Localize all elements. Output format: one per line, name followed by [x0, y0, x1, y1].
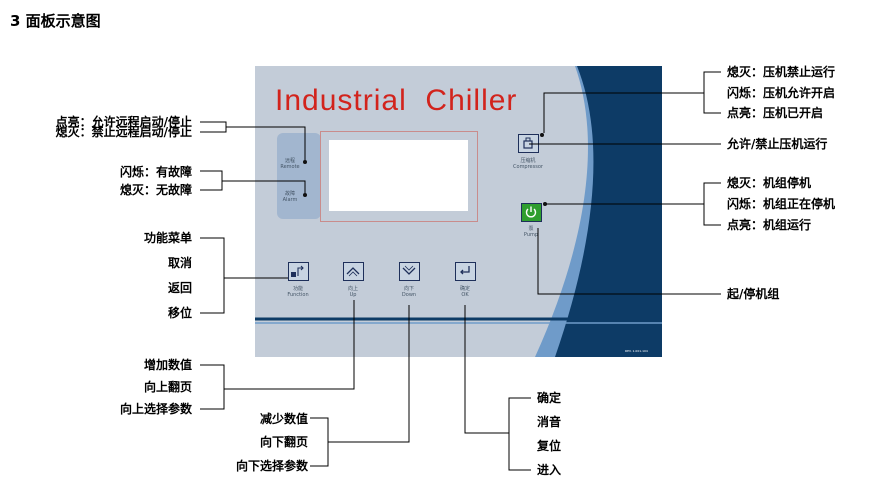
function-cancel-label: 取消	[167, 256, 192, 270]
up-page-label: 向上翻页	[143, 380, 192, 394]
down-select-label: 向下选择参数	[235, 459, 308, 473]
pump-led	[543, 202, 547, 206]
compressor-led	[540, 133, 544, 137]
power-icon	[525, 206, 537, 218]
ok-reset-label: 复位	[537, 439, 562, 453]
up-select-label: 向上选择参数	[119, 402, 192, 416]
up-button[interactable]	[343, 262, 364, 281]
function-button[interactable]	[288, 262, 309, 281]
compressor-off-label: 熄灭：压机禁止运行	[727, 65, 836, 79]
lcd-screen	[329, 140, 468, 211]
lcd-display	[320, 131, 478, 222]
down-button[interactable]	[399, 262, 420, 281]
serial-number: REV. 1.001.104	[625, 349, 648, 353]
panel-background	[255, 66, 662, 357]
ok-mute-label: 消音	[537, 415, 562, 429]
function-icon	[291, 265, 304, 277]
section-heading: 3 面板示意图	[10, 12, 101, 30]
pump-off-label: 熄灭：机组停机	[727, 176, 812, 190]
down-page-label: 向下翻页	[259, 435, 308, 449]
panel-title: Industrial Chiller	[275, 84, 518, 117]
pump-flash-label: 闪烁：机组正在停机	[727, 197, 836, 211]
down-decrease-label: 减少数值	[259, 412, 308, 426]
ok-enter-label: 进入	[537, 463, 562, 477]
enter-icon	[460, 266, 470, 275]
compressor-on-label: 点亮：压机已开启	[727, 106, 824, 120]
pump-button-callout: 起/停机组	[727, 287, 780, 301]
remote-on-label: 点亮：允许远程启动/停止	[55, 115, 192, 129]
compressor-button-callout: 允许/禁止压机运行	[727, 137, 828, 151]
function-menu-label: 功能菜单	[143, 231, 192, 245]
function-shift-label: 移位	[167, 306, 192, 320]
pump-power-button[interactable]	[521, 203, 542, 222]
ok-confirm-label: 确定	[537, 391, 562, 405]
remote-off-label: 熄灭：禁止远程启动/停止	[55, 125, 192, 139]
up-increase-label: 增加数值	[143, 358, 192, 372]
alarm-flash-label: 闪烁：有故障	[119, 165, 192, 179]
ok-button[interactable]	[455, 262, 476, 281]
chevron-up-icon	[346, 267, 360, 277]
function-back-label: 返回	[167, 281, 192, 295]
remote-led	[303, 160, 307, 164]
pump-on-label: 点亮：机组运行	[727, 218, 812, 232]
alarm-led	[303, 193, 307, 197]
status-indicator-box	[277, 133, 321, 219]
alarm-off-label: 熄灭：无故障	[119, 183, 192, 197]
chevron-down-icon	[402, 265, 416, 275]
compressor-flash-label: 闪烁：压机允许开启	[727, 86, 836, 100]
